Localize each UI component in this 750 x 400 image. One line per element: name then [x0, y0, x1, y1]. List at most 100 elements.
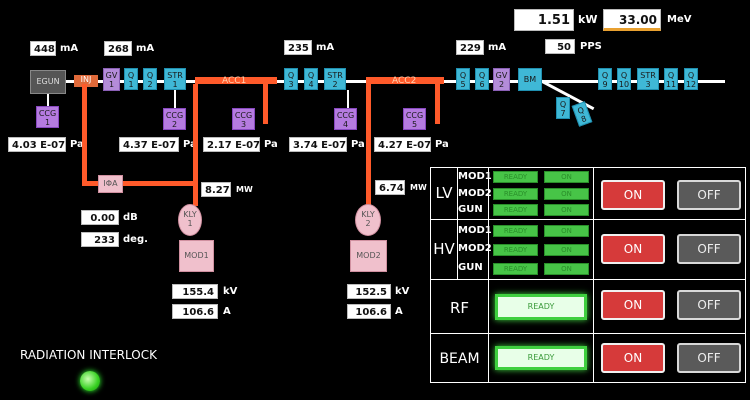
rf-waveguide — [193, 182, 198, 206]
egun-block: EGUN — [30, 70, 66, 94]
current-readout: 268 — [104, 41, 132, 56]
interlock-label: RADIATION INTERLOCK — [20, 348, 157, 362]
acc2-section — [366, 77, 444, 84]
rf-waveguide — [435, 84, 440, 124]
pressure-unit: Pa — [264, 139, 278, 150]
gauge-stem — [174, 90, 176, 112]
phase-unit: deg. — [123, 234, 148, 245]
pressure-unit: Pa — [351, 139, 365, 150]
divider — [431, 333, 745, 334]
lv-gun-ready-indicator: READY — [493, 204, 538, 216]
rf-waveguide — [193, 84, 198, 182]
acc1-label: ACC1 — [222, 76, 247, 86]
hv-on-button[interactable]: ON — [601, 234, 665, 264]
voltage-unit: kV — [223, 286, 238, 297]
hv-mod2-on-indicator: ON — [544, 244, 589, 256]
voltage-unit: kV — [395, 286, 410, 297]
current-unit: mA — [60, 43, 79, 54]
divider — [488, 168, 489, 382]
attenuation-readout: 0.00 — [81, 210, 119, 225]
current-readout: 106.6 — [347, 304, 391, 319]
lv-mod2-ready-indicator: READY — [493, 188, 538, 200]
rf-power-unit: MW — [236, 185, 253, 194]
lv-on-button[interactable]: ON — [601, 180, 665, 210]
hv-gun-on-indicator: ON — [544, 263, 589, 275]
hv-off-button[interactable]: OFF — [677, 234, 741, 264]
acc1-section — [195, 77, 277, 84]
energy-unit: MeV — [667, 14, 692, 25]
current-readout: 229 — [456, 40, 484, 55]
hv-row-label: MOD1 — [458, 225, 492, 236]
voltage-readout: 152.5 — [347, 284, 391, 299]
inj-block: INJ — [74, 75, 98, 87]
current-unit: mA — [316, 42, 335, 53]
phase-attenuator[interactable]: IΦA — [98, 175, 123, 193]
modulator-2[interactable]: MOD2 — [350, 240, 387, 272]
power-readout: 1.51 — [514, 9, 574, 31]
bending-magnet[interactable]: BM — [518, 68, 542, 91]
lv-gun-on-indicator: ON — [544, 204, 589, 216]
rf-on-button[interactable]: ON — [601, 290, 665, 320]
lv-mod1-on-indicator: ON — [544, 171, 589, 183]
hv-gun-ready-indicator: READY — [493, 263, 538, 275]
rf-power-readout: 6.74 — [375, 180, 405, 195]
attenuation-unit: dB — [123, 212, 138, 223]
pressure-readout: 2.17 E-07 — [203, 137, 260, 152]
rf-label: RF — [449, 299, 470, 317]
rf-waveguide — [366, 84, 371, 206]
rf-waveguide — [82, 84, 87, 186]
pressure-readout: 4.27 E-07 — [374, 137, 431, 152]
divider — [593, 168, 594, 382]
lv-mod1-ready-indicator: READY — [493, 171, 538, 183]
hv-row-label: MOD2 — [458, 243, 492, 254]
modulator-1[interactable]: MOD1 — [179, 240, 214, 272]
hv-mod2-ready-indicator: READY — [493, 244, 538, 256]
hv-label: HV — [433, 240, 455, 258]
hv-mod1-ready-indicator: READY — [493, 225, 538, 237]
beam-ready-indicator: READY — [495, 346, 587, 370]
current-unit: mA — [488, 42, 507, 53]
divider — [431, 279, 745, 280]
divider — [431, 219, 745, 220]
lv-row-label: GUN — [458, 204, 483, 215]
beam-on-button[interactable]: ON — [601, 343, 665, 373]
lv-row-label: MOD1 — [458, 171, 492, 182]
rf-ready-indicator: READY — [495, 294, 587, 320]
lv-off-button[interactable]: OFF — [677, 180, 741, 210]
voltage-readout: 155.4 — [172, 284, 218, 299]
rf-power-unit: MW — [410, 183, 427, 192]
phase-readout: 233 — [81, 232, 119, 247]
pressure-unit: Pa — [435, 139, 449, 150]
pressure-readout: 4.37 E-07 — [119, 137, 179, 152]
rf-off-button[interactable]: OFF — [677, 290, 741, 320]
current-unit: mA — [136, 43, 155, 54]
power-unit: kW — [578, 13, 598, 26]
lv-row-label: MOD2 — [458, 188, 492, 199]
gauge-stem — [347, 90, 349, 108]
current-unit: A — [395, 306, 403, 317]
beam-off-button[interactable]: OFF — [677, 343, 741, 373]
